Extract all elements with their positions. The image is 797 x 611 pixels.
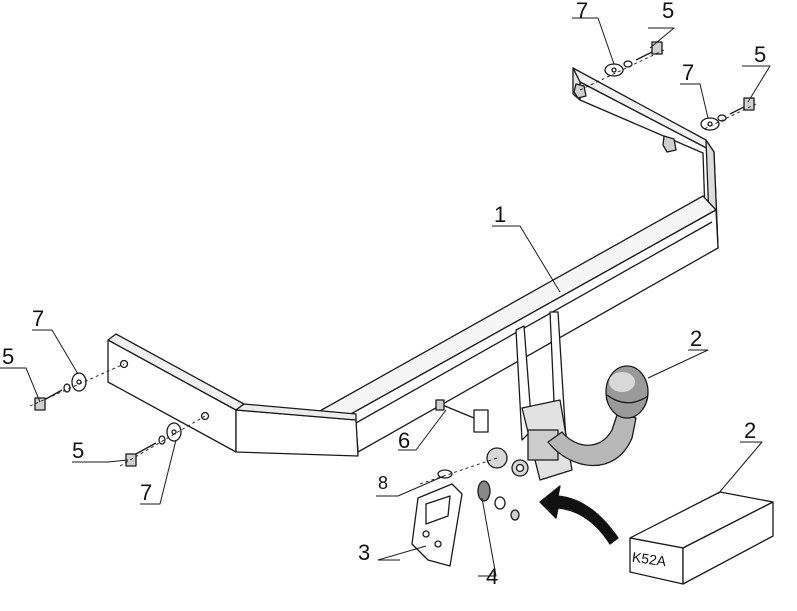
callout-part-5-top: 5 [662, 0, 675, 23]
callout-part-3: 3 [358, 540, 371, 565]
alignment-dashes [29, 49, 757, 485]
callout-part-7-lower-left: 7 [140, 480, 153, 505]
callout-part-1: 1 [494, 202, 507, 227]
bolt-set-lower-left [125, 422, 182, 467]
main-cross-beam [317, 195, 719, 453]
callout-part-5-lower-left: 5 [72, 438, 85, 463]
callout-part-7-top: 7 [576, 0, 589, 23]
callout-part-5-top-right: 5 [754, 42, 767, 67]
callout-part-7-left: 7 [32, 306, 45, 331]
callout-part-2-box: 2 [744, 418, 757, 443]
socket-plate [411, 483, 463, 567]
callout-part-4: 4 [486, 564, 499, 589]
ball-fasteners [435, 399, 520, 521]
wiring-kit-box [629, 491, 774, 585]
bolt-set-top-right [700, 97, 755, 131]
callout-part-2-ball: 2 [690, 326, 703, 351]
callout-part-8: 8 [378, 473, 389, 493]
neck-support-plates [511, 311, 573, 481]
leader-lines [0, 17, 771, 577]
bolt-set-top [604, 41, 663, 77]
left-mounting-bracket [107, 333, 359, 457]
bolt-set-left [34, 372, 87, 411]
install-arrow [539, 485, 619, 545]
callout-part-6: 6 [398, 428, 411, 453]
callout-part-5-left: 5 [2, 344, 15, 369]
tow-ball-arm [547, 365, 649, 467]
callout-part-7-top-right: 7 [682, 60, 695, 85]
